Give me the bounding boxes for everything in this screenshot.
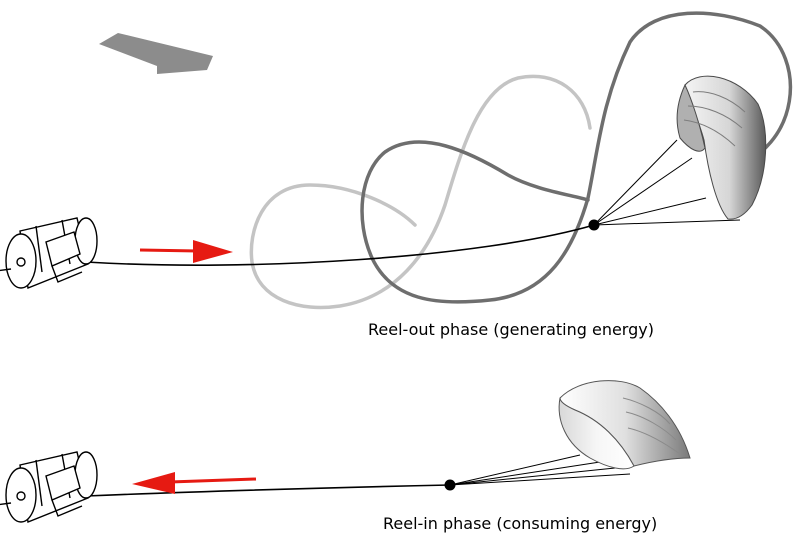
kite-icon — [676, 75, 767, 220]
reel-in-arrow — [132, 472, 257, 494]
bridle-lines — [593, 139, 741, 226]
generator-icon — [0, 451, 98, 523]
flight-path-dark — [360, 11, 793, 304]
reel-in-phase — [0, 380, 691, 523]
generator-icon — [0, 217, 98, 289]
reel-out-arrow — [139, 240, 233, 263]
reel-out-phase — [0, 11, 793, 310]
kite-control-unit — [444, 479, 456, 491]
flight-path-light — [249, 74, 592, 310]
reel-out-caption: Reel-out phase (generating energy) — [368, 320, 654, 339]
tether-reel-out — [85, 224, 595, 266]
bridle-lines — [449, 454, 631, 486]
tether-reel-in — [85, 484, 451, 497]
wind-arrow-icon — [99, 33, 213, 74]
kite-control-unit — [588, 219, 600, 231]
kite-icon — [558, 380, 691, 470]
reel-in-caption: Reel-in phase (consuming energy) — [383, 514, 658, 533]
